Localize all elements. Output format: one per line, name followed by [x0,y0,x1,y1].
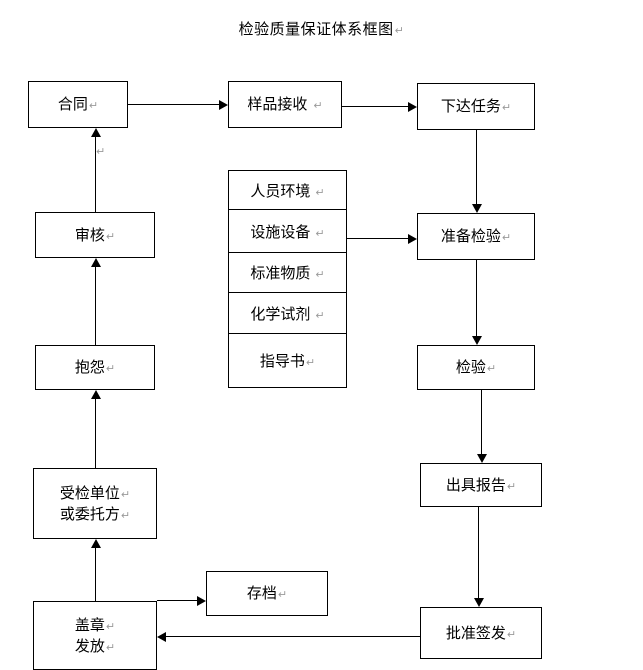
arrowhead-sample-to-assign [408,102,417,112]
node-stamp-issue-label-line2: 发放↵ [74,636,116,655]
stack-item-label: 指导书↵ [259,352,316,370]
pilcrow-mark: ↵ [486,362,497,376]
page-title-text: 检验质量保证体系框图 [238,20,394,38]
node-sample-receipt[interactable]: 样品接收↵ [228,81,342,128]
pilcrow-mark: ↵ [394,24,405,37]
node-archive[interactable]: 存档↵ [206,571,328,616]
stack-item-instruction-manual[interactable]: 指导书↵ [228,334,347,388]
node-inspection-label: 检验↵ [455,358,497,377]
node-client-label-line2: 或委托方↵ [59,504,131,523]
connector-approve-to-stamp [166,636,420,637]
pilcrow-mark: ↵ [120,508,131,522]
pilcrow-mark: ↵ [88,99,99,113]
pilcrow-mark: ↵ [105,640,116,654]
pilcrow-mark-floating: ↵ [96,145,106,158]
node-issue-report-label: 出具报告↵ [445,475,517,494]
pilcrow-mark: ↵ [120,488,131,502]
connector-prepare-to-inspection [476,260,477,337]
connector-review-to-contract [95,136,96,212]
connector-contract-to-sample [128,104,219,105]
node-sample-receipt-label: 样品接收↵ [247,95,323,114]
node-assign-task[interactable]: 下达任务↵ [417,83,535,130]
node-contract-label: 合同↵ [57,95,99,114]
node-inspection[interactable]: 检验↵ [417,345,535,390]
node-issue-report[interactable]: 出具报告↵ [420,463,542,507]
stack-item-label: 标准物质↵ [250,264,325,282]
node-review[interactable]: 审核↵ [35,212,155,258]
node-assign-task-label: 下达任务↵ [440,97,512,116]
pilcrow-mark: ↵ [501,101,512,115]
node-prepare-inspection[interactable]: 准备检验↵ [417,213,535,260]
pilcrow-mark: ↵ [105,362,116,376]
arrowhead-review-to-contract [91,128,101,137]
node-stamp-issue[interactable]: 盖章↵ 发放↵ [33,601,157,670]
pilcrow-mark: ↵ [277,588,288,602]
pilcrow-mark: ↵ [105,620,116,634]
node-stamp-issue-label-line1: 盖章↵ [74,616,116,635]
node-approve-sign[interactable]: 批准签发↵ [420,607,542,659]
pilcrow-mark: ↵ [506,479,517,493]
arrowhead-stamp-to-client [91,539,101,548]
pilcrow-mark: ↵ [315,268,325,281]
connector-assign-to-prepare [476,130,477,205]
pilcrow-mark: ↵ [105,229,116,243]
connector-sample-to-assign [342,106,408,107]
node-contract[interactable]: 合同↵ [28,81,128,128]
connector-inspection-to-report [481,390,482,455]
pilcrow-mark: ↵ [315,226,325,240]
arrowhead-assign-to-prepare [472,204,482,213]
arrowhead-client-to-complaint [91,390,101,399]
connector-complaint-to-review [95,266,96,345]
arrowhead-stack-to-prepare [408,234,417,244]
pilcrow-mark: ↵ [315,185,325,199]
node-complaint[interactable]: 抱怨↵ [35,345,155,390]
connector-stamp-to-client [95,547,96,601]
node-archive-label: 存档↵ [246,584,288,603]
connector-stack-to-prepare [347,238,408,239]
arrowhead-approve-to-stamp [157,632,166,642]
connector-report-to-approve [478,507,479,599]
stack-item-label: 设施设备↵ [250,222,325,241]
stack-item-label: 人员环境↵ [250,181,325,200]
pilcrow-mark: ↵ [501,231,512,245]
pilcrow-mark: ↵ [506,627,517,641]
stack-item-label: 化学试剂↵ [250,304,325,323]
arrowhead-complaint-to-review [91,258,101,267]
arrowhead-stamp-to-archive [197,596,206,606]
stack-item-personnel-environment[interactable]: 人员环境↵ [228,170,347,210]
node-client-label-line1: 受检单位↵ [59,484,131,503]
node-approve-sign-label: 批准签发↵ [445,623,517,642]
arrowhead-contract-to-sample [219,100,228,110]
page-title: 检验质量保证体系框图↵ [0,18,643,39]
node-client[interactable]: 受检单位↵ 或委托方↵ [33,468,157,539]
node-review-label: 审核↵ [74,225,116,244]
arrowhead-inspection-to-report [477,454,487,463]
arrowhead-prepare-to-inspection [472,336,482,345]
stack-item-facilities-equipment[interactable]: 设施设备↵ [228,210,347,253]
stack-item-chemical-reagents[interactable]: 化学试剂↵ [228,293,347,334]
pilcrow-mark: ↵ [313,99,323,113]
node-complaint-label: 抱怨↵ [74,358,116,377]
pilcrow-mark: ↵ [315,308,325,322]
connector-stamp-to-archive [157,600,197,601]
connector-client-to-complaint [95,398,96,468]
node-prepare-inspection-label: 准备检验↵ [440,227,512,246]
stack-item-reference-materials[interactable]: 标准物质↵ [228,253,347,293]
arrowhead-report-to-approve [474,598,484,607]
pilcrow-mark: ↵ [305,356,316,369]
